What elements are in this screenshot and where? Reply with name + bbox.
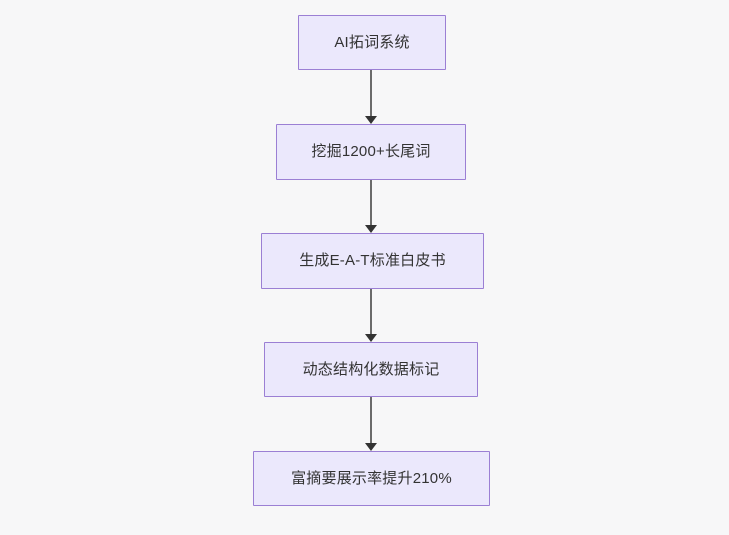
flow-edge <box>364 289 378 342</box>
flow-node-mine-longtail-keywords[interactable]: 挖掘1200+长尾词 <box>276 124 466 180</box>
edge-line <box>370 70 372 117</box>
edge-line <box>370 289 372 335</box>
flow-node-label: 动态结构化数据标记 <box>302 360 440 378</box>
flow-node-generate-eat-whitepaper[interactable]: 生成E-A-T标准白皮书 <box>261 233 484 289</box>
flow-node-label: 挖掘1200+长尾词 <box>311 143 431 160</box>
arrowhead-icon <box>365 443 377 451</box>
arrowhead-icon <box>365 116 377 124</box>
edge-line <box>370 397 372 444</box>
flow-edge <box>364 397 378 451</box>
flow-node-label: 生成E-A-T标准白皮书 <box>299 252 446 269</box>
flow-edge <box>364 70 378 124</box>
flow-node-label: 富摘要展示率提升210% <box>291 469 452 487</box>
edge-line <box>370 180 372 226</box>
flow-node-dynamic-structured-data-markup[interactable]: 动态结构化数据标记 <box>264 342 478 397</box>
flow-node-label: AI拓词系统 <box>334 33 410 51</box>
arrowhead-icon <box>365 334 377 342</box>
flow-node-rich-snippet-impression-lift[interactable]: 富摘要展示率提升210% <box>253 451 490 506</box>
arrowhead-icon <box>365 225 377 233</box>
flow-edge <box>364 180 378 233</box>
flow-node-ai-keyword-system[interactable]: AI拓词系统 <box>298 15 446 70</box>
